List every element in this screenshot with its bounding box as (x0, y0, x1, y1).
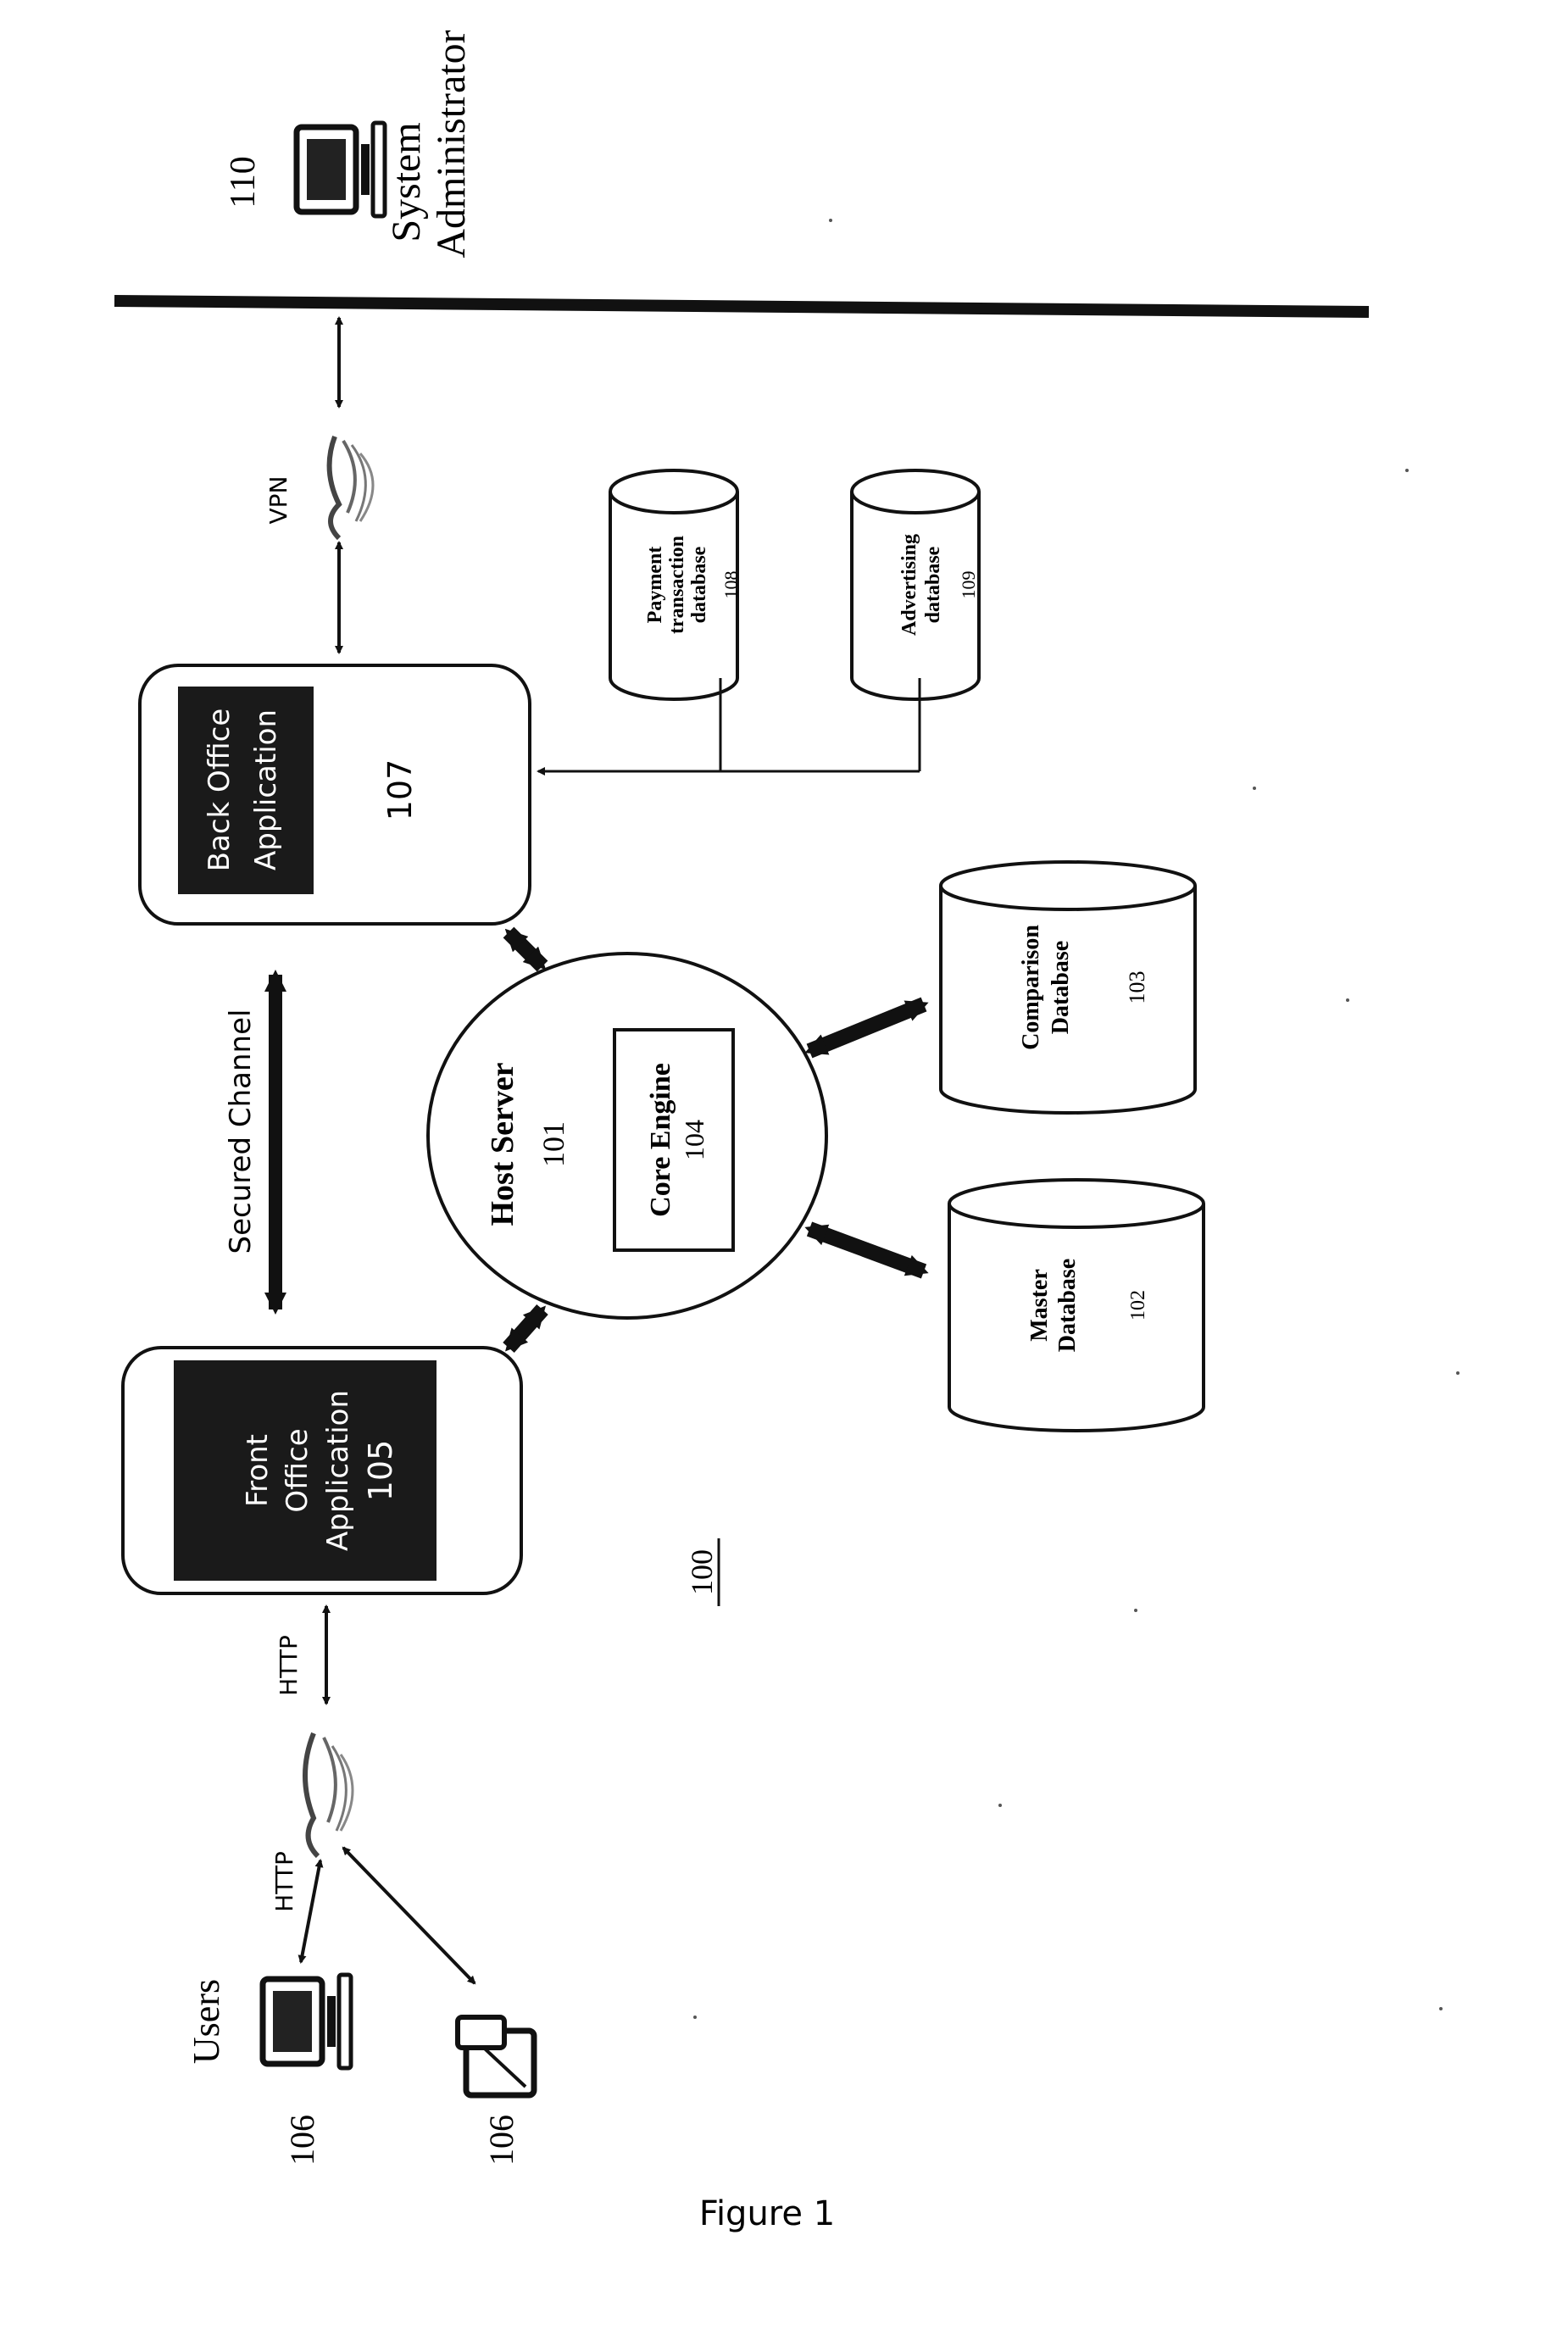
comparison-db-line2: Database (1048, 941, 1074, 1034)
http-lower-link: HTTP (270, 1848, 475, 1983)
master-db-id: 102 (1127, 1290, 1149, 1321)
admin-label-line2: Administrator (429, 30, 474, 258)
comparison-db-line1: Comparison (1018, 925, 1044, 1050)
back-office-panel (178, 687, 314, 894)
payment-db-id: 108 (720, 571, 742, 599)
back-office-db-connectors (538, 665, 920, 771)
http-upper-label: HTTP (275, 1635, 303, 1696)
advertising-db-line1: Advertising (898, 534, 920, 636)
vpn-label: VPN (264, 476, 292, 525)
http-upper-link: HTTP (275, 1606, 326, 1704)
back-office-line1: Back Office (203, 709, 236, 872)
vpn-link: VPN (264, 318, 373, 653)
figure-reference: 100 (685, 1538, 719, 1606)
advertising-db-id: 109 (958, 571, 979, 599)
host-server: Host Server 101 Core Engine 104 (428, 954, 826, 1318)
admin-id: 110 (224, 156, 263, 208)
front-office-line3: Application (321, 1390, 355, 1551)
payment-transaction-database: Payment transaction database 108 (610, 470, 742, 699)
host-server-id: 101 (537, 1121, 570, 1167)
users-heading: Users (186, 1979, 227, 2064)
users-cloud (305, 1733, 353, 1856)
core-engine-line2: 104 (679, 1120, 709, 1160)
back-office-application: Back Office Application 107 (140, 665, 530, 924)
master-database: Master Database 102 (949, 1180, 1204, 1431)
advertising-database: Advertising database 109 (852, 470, 979, 699)
front-office-line1: Front (241, 1434, 275, 1507)
host-server-title: Host Server (485, 1062, 520, 1226)
core-engine-line1: Core Engine (645, 1063, 676, 1217)
reference-number: 100 (685, 1549, 719, 1595)
figure-caption: Figure 1 (699, 2194, 835, 2233)
front-office-line2: Office (281, 1428, 314, 1512)
http-lower-label: HTTP (270, 1851, 298, 1912)
payment-db-line1: Payment (644, 547, 666, 624)
computer-icon (263, 1975, 351, 2068)
desktop-user-id: 106 (283, 2115, 321, 2166)
front-office-id: 105 (362, 1440, 399, 1502)
back-office-line2: Application (249, 709, 283, 870)
cloud-icon (330, 436, 373, 538)
mobile-devices-icon (458, 2017, 534, 2095)
back-office-id: 107 (381, 759, 419, 821)
secured-channel-link: Secured Channel (224, 975, 275, 1309)
users: Users 106 106 (186, 1975, 534, 2166)
computer-icon (297, 123, 385, 216)
master-db-line1: Master (1026, 1269, 1053, 1342)
payment-db-line2: transaction (666, 536, 688, 634)
payment-db-line3: database (688, 546, 710, 623)
cloud-icon (305, 1733, 353, 1856)
admin-label-line1: System (384, 122, 429, 242)
network-boundary-line (114, 301, 1369, 312)
comparison-database: Comparison Database 103 (941, 862, 1195, 1113)
master-db-line2: Database (1054, 1259, 1081, 1352)
comparison-db-id: 103 (1125, 971, 1149, 1004)
system-administrator: 110 System Administrator (224, 30, 474, 258)
secured-channel-label: Secured Channel (224, 1009, 258, 1254)
front-office-application: Front Office Application 105 (123, 1348, 521, 1593)
advertising-db-line2: database (922, 546, 944, 623)
mobile-user-id: 106 (482, 2115, 520, 2166)
